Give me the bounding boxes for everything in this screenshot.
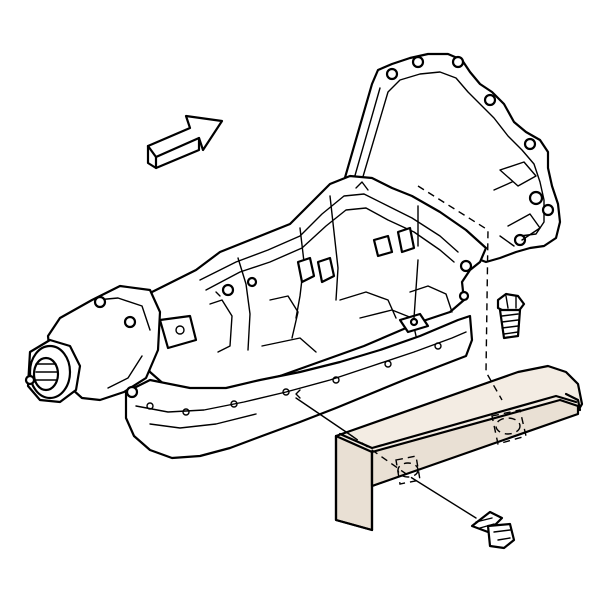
bolt-upper <box>496 292 526 340</box>
arrow-front-icon <box>146 114 224 170</box>
shield <box>334 364 584 532</box>
transmission-case <box>24 52 562 460</box>
leader-lines <box>295 185 527 519</box>
bolt-lower <box>470 510 516 550</box>
